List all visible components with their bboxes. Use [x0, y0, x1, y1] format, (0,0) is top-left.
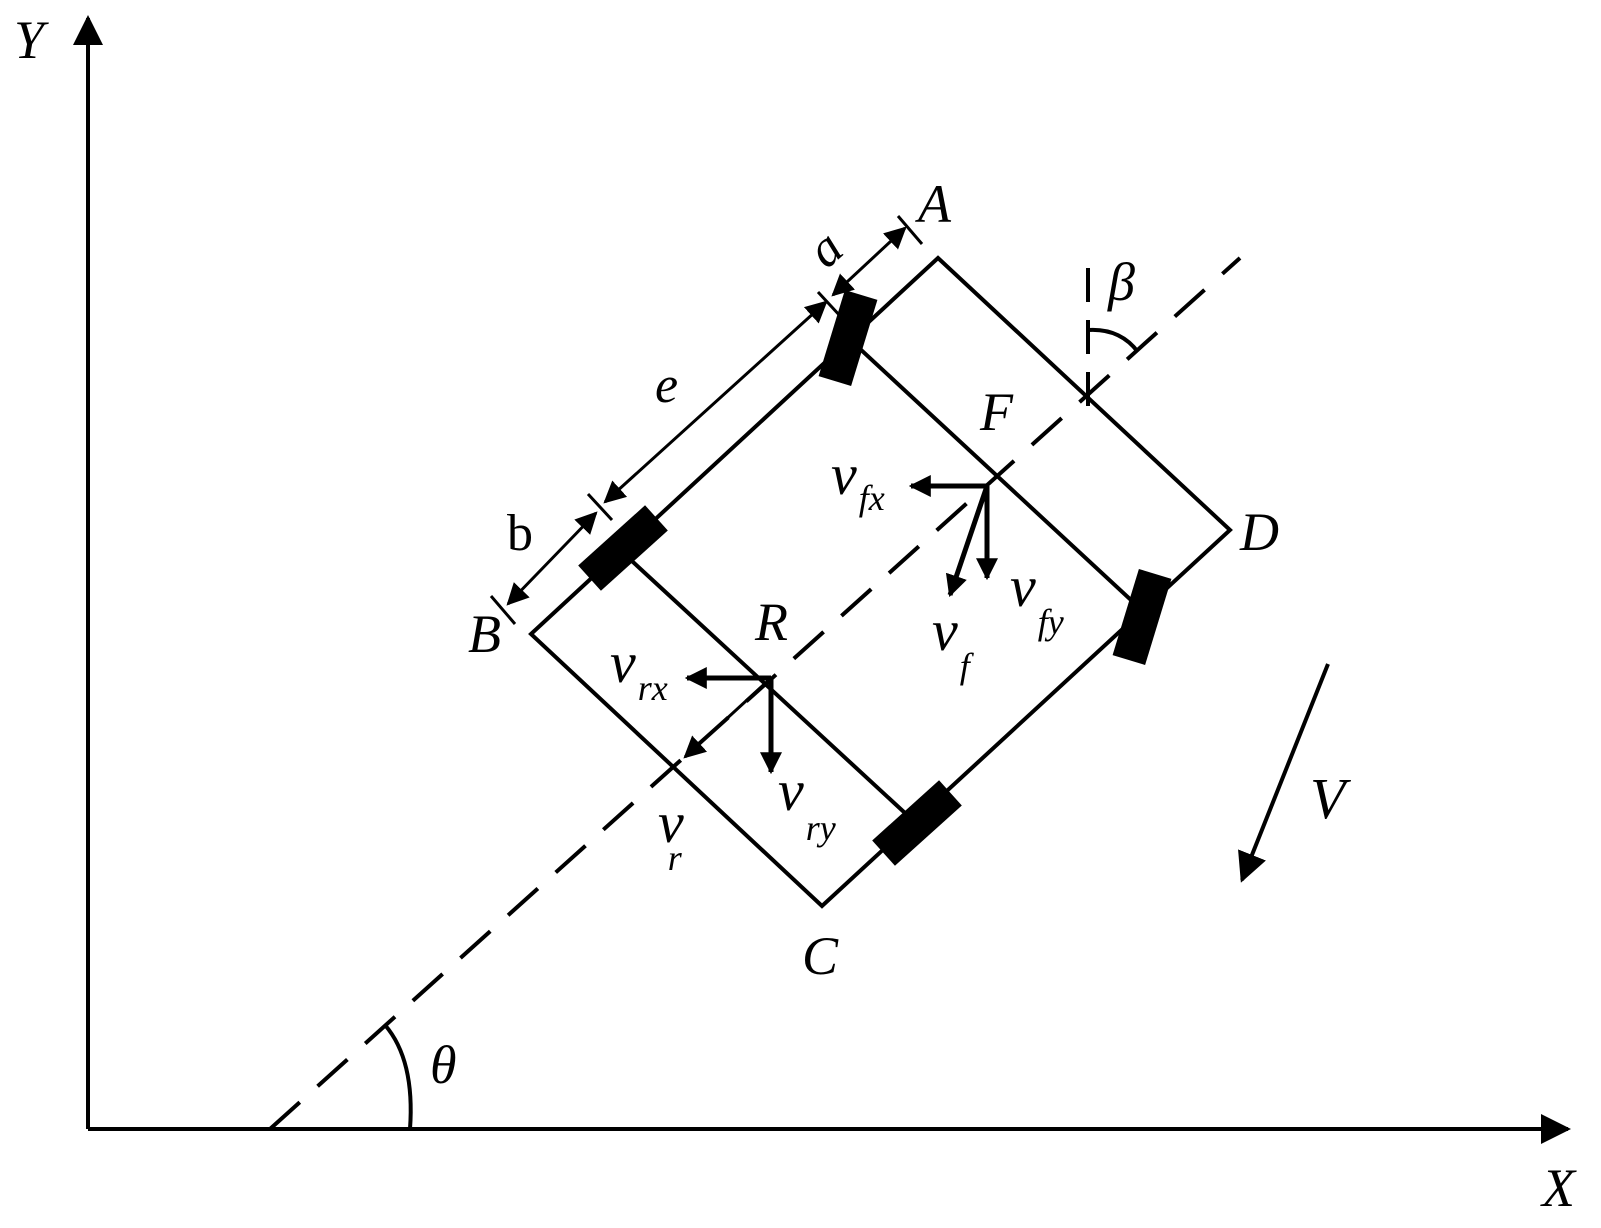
- vr-arrow: [683, 676, 773, 759]
- y-axis-label: Y: [14, 10, 49, 70]
- vf-label-sub: f: [960, 646, 975, 686]
- corner-label-d: D: [1239, 502, 1279, 562]
- dimension-tick-e-b: [586, 492, 614, 522]
- corner-label-a: A: [915, 174, 952, 234]
- dimension-line-a: [831, 226, 907, 297]
- vry-label: vry: [778, 758, 836, 848]
- dimension-line-e: [603, 300, 828, 504]
- vr-label-main: v: [658, 790, 684, 855]
- vfy-label-sub: fy: [1038, 602, 1064, 642]
- corner-label-b: B: [468, 604, 501, 664]
- dimension-tick-b-end: [489, 595, 517, 625]
- beta-label: β: [1107, 252, 1135, 312]
- vrx-label-main: v: [610, 630, 636, 695]
- dimension-label-b: b: [507, 505, 533, 562]
- front-axle-center-label: F: [979, 382, 1014, 442]
- x-axis-label: X: [1540, 1158, 1577, 1218]
- rear-right-wheel: [872, 780, 962, 866]
- vehicle-velocity-arrow: [1238, 663, 1330, 883]
- vfx-label-sub: fx: [859, 478, 885, 518]
- vfx-label-main: v: [831, 442, 857, 507]
- vry-label-main: v: [778, 758, 804, 823]
- dimension-line-b: [506, 511, 598, 606]
- dimension-label-a: a: [796, 219, 853, 279]
- vfy-label: vfy: [1010, 554, 1064, 642]
- vf-arrow: [945, 485, 990, 598]
- theta-label: θ: [430, 1035, 457, 1095]
- dimension-tick-a-end: [896, 215, 924, 245]
- vehicle-velocity-label: V: [1310, 766, 1352, 831]
- theta-arc: [383, 1023, 413, 1130]
- vf-label-main: v: [932, 598, 958, 663]
- vrx-label-sub: rx: [638, 668, 668, 708]
- vf-label: vf: [932, 598, 975, 686]
- corner-label-c: C: [802, 926, 839, 986]
- vehicle-body: [528, 255, 1233, 909]
- dimension-tick-a-e: [816, 290, 844, 320]
- vry-label-sub: ry: [806, 808, 836, 848]
- front-axle: [843, 333, 1147, 615]
- rear-axle-center-label: R: [754, 592, 788, 652]
- front-right-wheel: [1112, 568, 1172, 666]
- rear-left-wheel: [578, 505, 668, 591]
- dimension-label-e: e: [655, 357, 678, 414]
- beta-arc: [1087, 327, 1140, 354]
- front-left-wheel: [818, 289, 878, 387]
- vfx-label: vfx: [831, 442, 885, 518]
- vr-label-sub: r: [668, 838, 683, 878]
- vfy-label-main: v: [1010, 554, 1036, 619]
- vrx-label: vrx: [610, 630, 668, 708]
